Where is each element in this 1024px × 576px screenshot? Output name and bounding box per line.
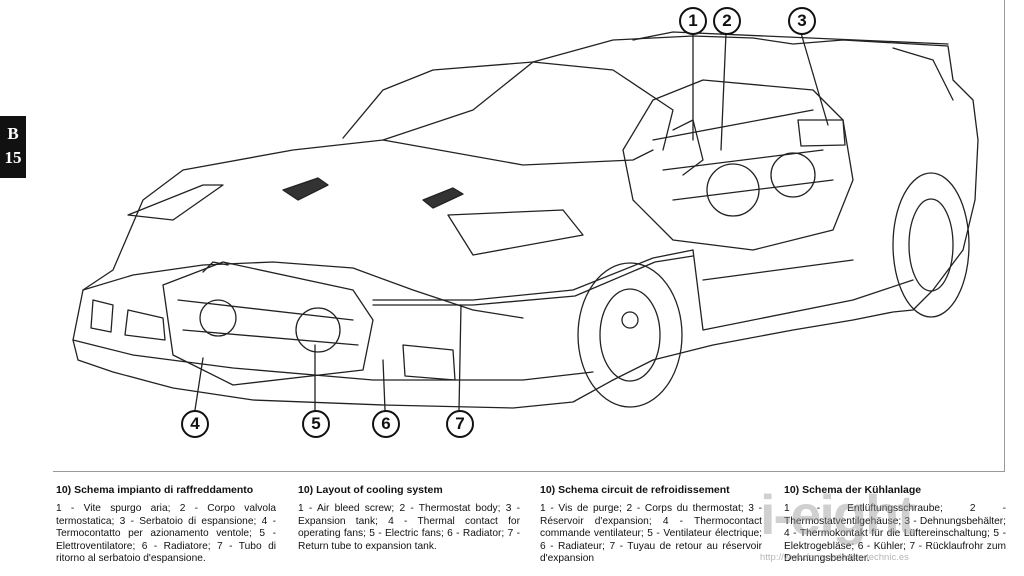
callout-6: 6 [372, 410, 400, 438]
caption-italian: 10) Schema impianto di raffreddamento 1 … [56, 484, 276, 565]
watermark-url: http://www.ferrari-classic-technic.es [760, 552, 909, 563]
figure-frame [53, 0, 1005, 472]
cooling-system-drawing [72, 31, 979, 411]
caption-title: 10) Schema circuit de refroidissement [540, 484, 730, 496]
callout-4: 4 [181, 410, 209, 438]
caption-french: 10) Schema circuit de refroidissement 1 … [540, 484, 762, 565]
caption-english: 10) Layout of cooling system 1 - Air ble… [298, 484, 520, 553]
caption-body: 1 - Entlüftungsschraube; 2 - Thermostatv… [784, 503, 1006, 565]
caption-body: 1 - Vis de purge; 2 - Corps du thermosta… [540, 503, 762, 565]
caption-title: 10) Schema der Kühlanlage [784, 484, 922, 496]
callout-3: 3 [788, 7, 816, 35]
caption-body: 1 - Vite spurgo aria; 2 - Corpo valvola … [56, 503, 276, 565]
callout-2: 2 [713, 7, 741, 35]
caption-title: 10) Schema impianto di raffreddamento [56, 484, 254, 496]
caption-body: 1 - Air bleed screw; 2 - Thermostat body… [298, 503, 520, 552]
section-tab: B 15 [0, 116, 26, 178]
callout-1: 1 [679, 7, 707, 35]
caption-german: 10) Schema der Kühlanlage 1 - Entlüftung… [784, 484, 1006, 565]
section-number: 15 [4, 148, 22, 167]
watermark-logo: i-eight [760, 483, 916, 546]
callout-7: 7 [446, 410, 474, 438]
callout-5: 5 [302, 410, 330, 438]
caption-title: 10) Layout of cooling system [298, 484, 443, 496]
section-letter: B [7, 124, 19, 143]
